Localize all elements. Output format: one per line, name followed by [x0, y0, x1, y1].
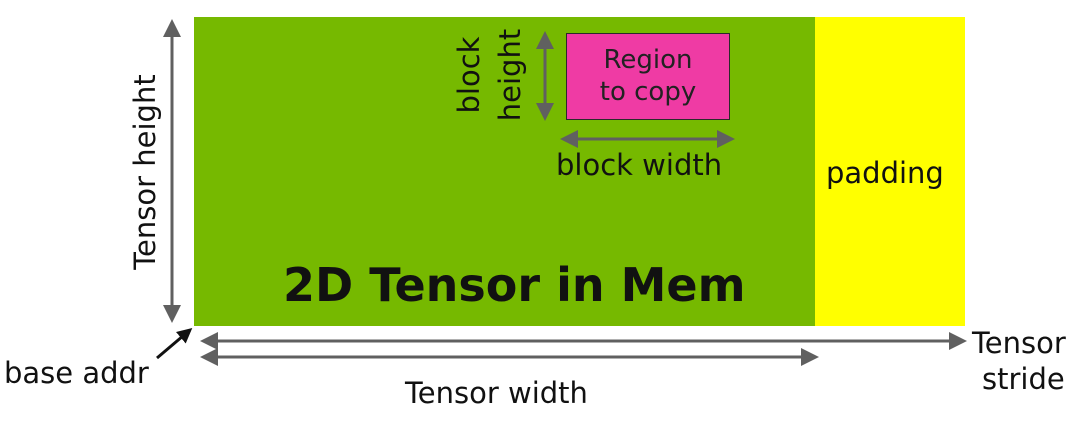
- padding-label: padding: [826, 156, 944, 190]
- region-to-copy-box: Region to copy: [566, 33, 730, 120]
- block-height-label-line1: block: [452, 36, 486, 114]
- base-addr-label: base addr: [4, 356, 149, 390]
- padding-region: [815, 17, 965, 326]
- tensor-stride-label-line2: stride: [982, 362, 1065, 396]
- base-addr-pointer: [156, 328, 193, 360]
- block-width-label: block width: [556, 148, 723, 182]
- tensor-stride-label-line1: Tensor: [972, 326, 1066, 360]
- block-height-label-line2: height: [493, 28, 527, 122]
- region-label-line2: to copy: [599, 76, 697, 107]
- tensor-height-label: Tensor height: [128, 74, 162, 270]
- tensor-width-label: Tensor width: [405, 376, 588, 410]
- region-label-line1: Region: [603, 44, 693, 75]
- tensor-title: 2D Tensor in Mem: [283, 258, 746, 312]
